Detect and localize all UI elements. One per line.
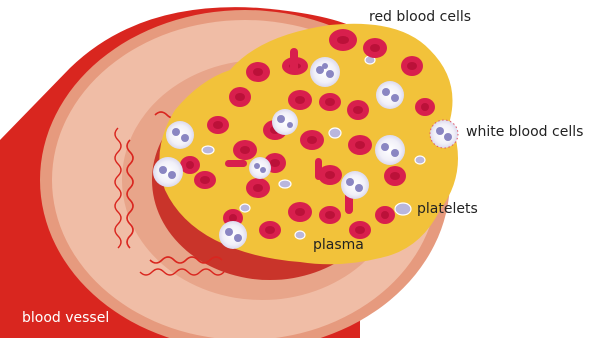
red-blood-cell [319,206,341,224]
white-blood-cell [375,135,405,165]
red-blood-cell [233,140,257,160]
red-blood-cell-side [290,48,298,74]
red-blood-cell-side [315,158,322,180]
red-blood-cell [329,29,357,51]
red-blood-cell [401,56,423,76]
red-blood-cell [363,38,387,58]
white-blood-cell [249,157,271,179]
platelet [415,156,425,164]
red-blood-cell [375,206,395,224]
red-blood-cell [246,62,270,82]
red-blood-cell [259,221,281,239]
red-blood-cell [319,93,341,111]
red-blood-cell [288,202,312,222]
platelet [202,146,214,154]
label-plasma: plasma [313,237,364,253]
red-blood-cell [347,100,369,120]
platelet [329,128,341,138]
label-red-blood-cells: red blood cells [369,9,471,25]
platelet [395,203,411,215]
platelet [240,204,250,212]
label-platelets: platelets [417,201,478,217]
label-white-blood-cells: white blood cells [466,124,583,140]
label-blood-vessel: blood vessel [22,310,109,326]
red-blood-cell [348,135,372,155]
red-blood-cell [180,156,200,174]
red-blood-cell [300,130,324,150]
red-blood-cell-side [225,160,247,167]
red-blood-cell [207,116,229,134]
red-blood-cell [194,171,216,189]
red-blood-cell [246,178,270,198]
red-blood-cell [229,87,251,107]
red-blood-cell [288,90,312,110]
white-blood-cell-legend [430,120,458,148]
white-blood-cell [341,171,369,199]
white-blood-cell [153,157,183,187]
red-blood-cell [415,98,435,116]
white-blood-cell [310,57,340,87]
white-blood-cell [219,221,247,249]
white-blood-cell [166,121,194,149]
red-blood-cell [384,166,406,186]
white-blood-cell [272,109,298,135]
platelet [295,231,305,239]
platelet [279,180,291,188]
white-blood-cell [376,81,404,109]
